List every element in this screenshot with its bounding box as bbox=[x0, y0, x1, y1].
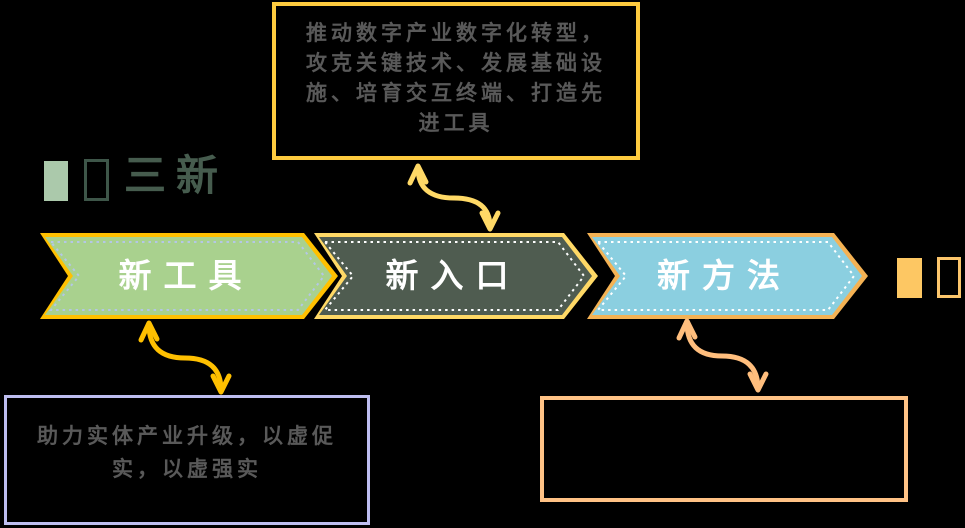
banner-new-method-fill bbox=[592, 237, 862, 315]
banner-new-method-dash-border bbox=[595, 241, 856, 311]
connector-arrow-top-head-down bbox=[479, 210, 501, 232]
banner-new-entry-fill bbox=[319, 237, 592, 315]
connector-arrow-left-head-up bbox=[138, 320, 160, 343]
connector-arrow-top-curve bbox=[415, 165, 493, 230]
banner-new-entry-dash-border bbox=[322, 241, 586, 311]
banner-new-method bbox=[587, 233, 868, 319]
banner-new-tool-fill bbox=[45, 237, 332, 315]
right-marker-outline-square-icon bbox=[937, 257, 961, 298]
connector-arrow-left bbox=[138, 320, 232, 395]
title-marker-filled-square-icon bbox=[44, 161, 68, 201]
connector-arrow-right-curve bbox=[684, 320, 761, 392]
callout-bottom-left: 助力实体产业升级，以虚促实，以虚强实 bbox=[4, 395, 370, 525]
connector-arrow-right-head-down bbox=[747, 371, 769, 393]
banner-new-entry bbox=[314, 233, 598, 319]
callout-top: 推动数字产业数字化转型，攻克关键技术、发展基础设施、培育交互终端、打造先进工具 bbox=[272, 2, 640, 160]
connector-arrow-left-head-down bbox=[210, 373, 232, 395]
callout-bottom-right bbox=[540, 396, 908, 502]
title-marker-outline-square-icon bbox=[84, 159, 109, 201]
banner-new-tool-dash-border bbox=[48, 241, 326, 311]
callout-top-text: 推动数字产业数字化转型，攻克关键技术、发展基础设施、培育交互终端、打造先进工具 bbox=[306, 21, 606, 135]
callout-bottom-left-text: 助力实体产业升级，以虚促实，以虚强实 bbox=[37, 424, 337, 481]
banner-new-tool bbox=[40, 233, 338, 319]
connector-arrow-right-head-up bbox=[676, 318, 698, 341]
connector-arrow-right bbox=[676, 318, 769, 393]
connector-arrow-top-head-up bbox=[407, 163, 429, 186]
connector-arrow-left-curve bbox=[146, 322, 224, 393]
connector-arrow-top bbox=[407, 163, 501, 232]
right-marker-filled-square-icon bbox=[897, 258, 922, 298]
diagram-title: 三新 bbox=[124, 151, 229, 200]
